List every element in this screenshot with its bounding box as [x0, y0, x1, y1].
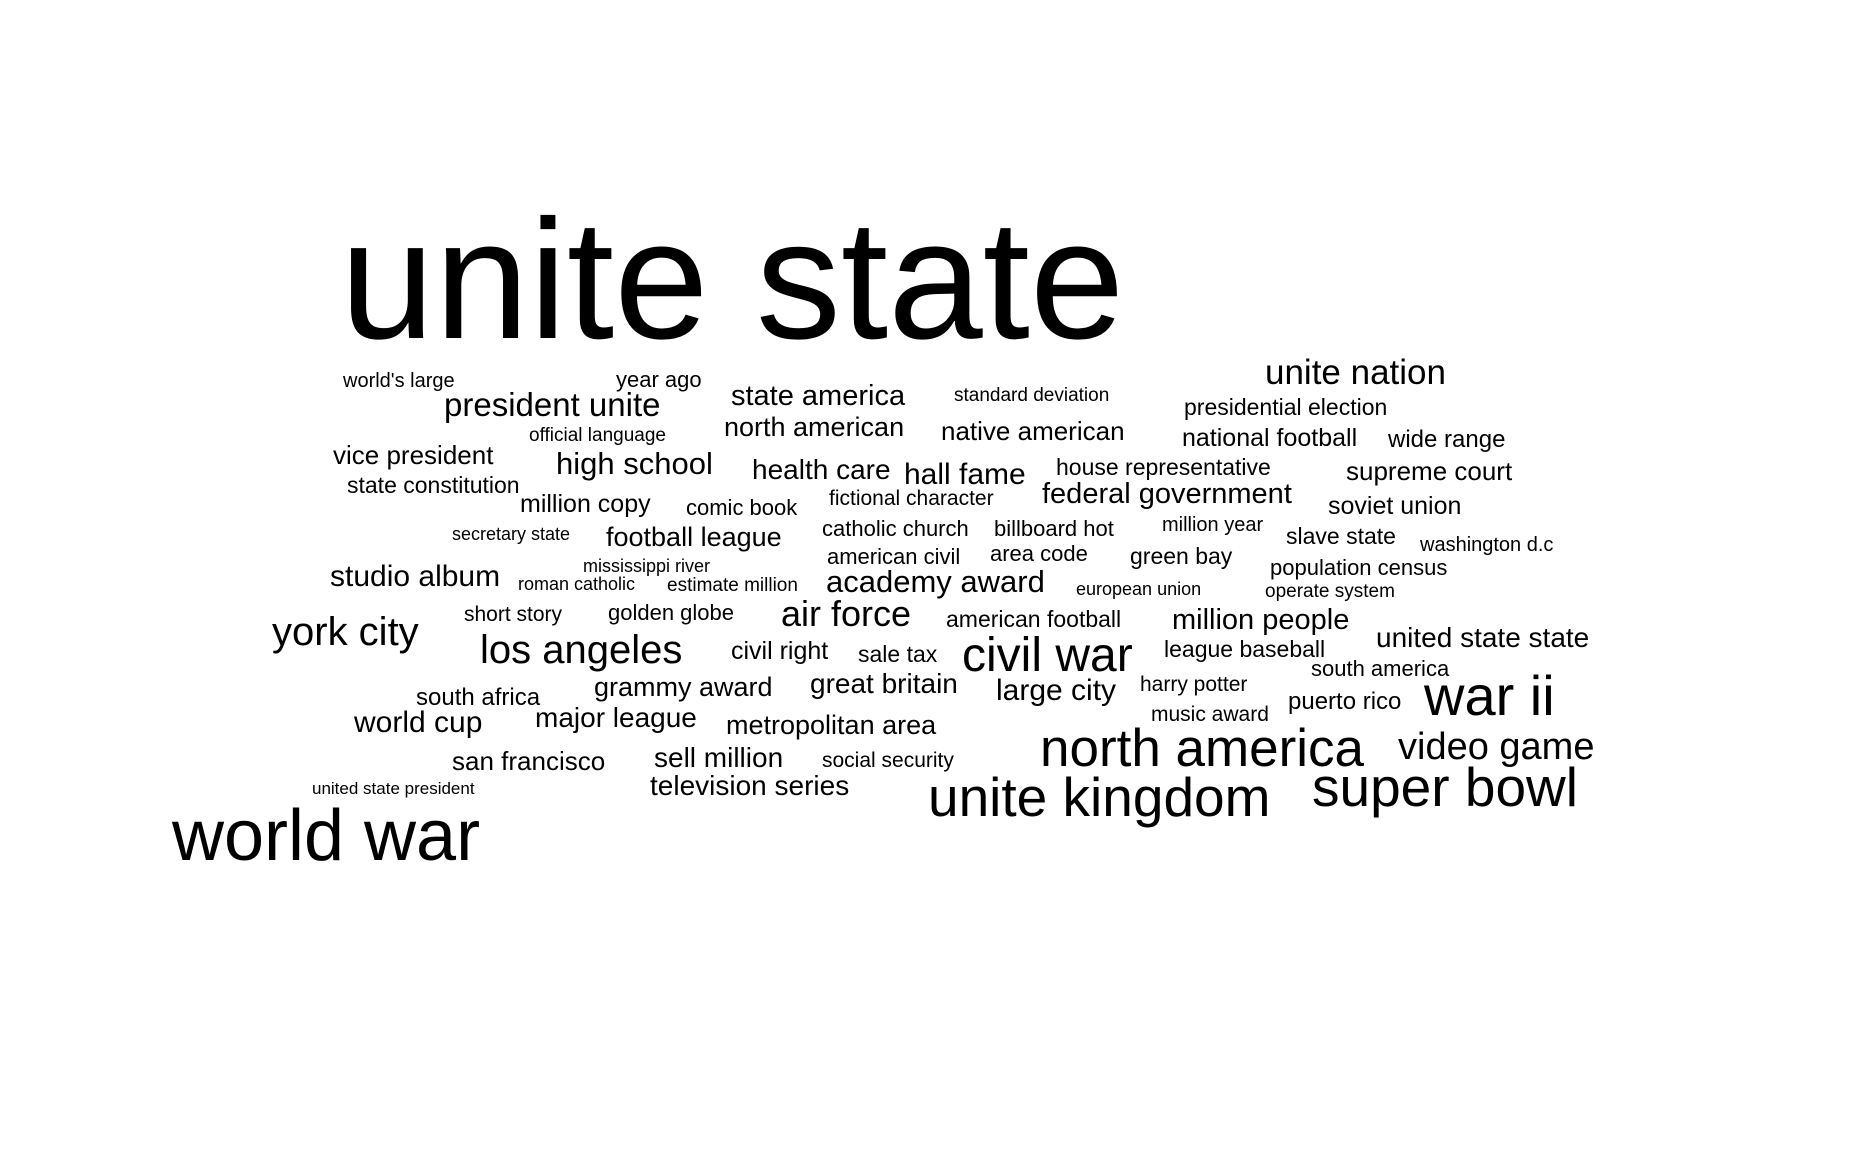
cloud-word: world's large [343, 370, 455, 392]
cloud-word: south africa [416, 684, 541, 711]
cloud-word: soviet union [1328, 492, 1462, 520]
cloud-word: studio album [330, 560, 501, 593]
cloud-word: native american [941, 416, 1125, 446]
cloud-word: green bay [1130, 543, 1233, 569]
cloud-word: air force [781, 593, 912, 634]
cloud-word: supreme court [1346, 456, 1513, 486]
cloud-word: operate system [1265, 581, 1395, 602]
cloud-word: catholic church [822, 516, 969, 541]
cloud-word: federal government [1042, 478, 1292, 510]
cloud-word: president unite [444, 386, 661, 423]
cloud-word: san francisco [452, 746, 606, 776]
cloud-word: academy award [826, 564, 1045, 599]
cloud-word: american football [946, 606, 1122, 632]
cloud-word: hall fame [904, 458, 1026, 491]
cloud-word: area code [990, 541, 1088, 566]
cloud-word: great britain [810, 668, 958, 699]
cloud-word: comic book [686, 495, 798, 520]
cloud-word: video game [1398, 726, 1595, 768]
cloud-word: golden globe [608, 600, 735, 625]
cloud-word: american civil [827, 544, 961, 569]
cloud-word: standard deviation [954, 385, 1110, 406]
cloud-word: secretary state [452, 524, 571, 544]
cloud-word: television series [650, 770, 850, 801]
cloud-word: vice president [333, 440, 494, 470]
cloud-word: major league [535, 702, 697, 733]
cloud-word: national football [1182, 424, 1358, 452]
cloud-word: wide range [1388, 426, 1506, 453]
cloud-word: league baseball [1164, 636, 1326, 662]
cloud-word: large city [996, 674, 1117, 707]
cloud-word: mississippi river [583, 556, 711, 576]
cloud-word: million copy [520, 490, 651, 518]
cloud-word: million people [1172, 604, 1350, 636]
cloud-word: north american [724, 412, 905, 442]
cloud-word: music award [1151, 703, 1269, 726]
cloud-word: billboard hot [994, 516, 1114, 541]
cloud-word: harry potter [1140, 673, 1248, 696]
cloud-word: million year [1162, 514, 1264, 536]
cloud-word: state america [731, 380, 906, 412]
cloud-word: slave state [1286, 523, 1396, 549]
cloud-word: football league [606, 522, 782, 552]
cloud-word: roman catholic [518, 574, 636, 594]
cloud-word: fictional character [829, 487, 994, 510]
cloud-word: york city [272, 610, 419, 654]
cloud-word: population census [1270, 555, 1448, 580]
cloud-word: puerto rico [1288, 688, 1402, 715]
cloud-word: war ii [1424, 664, 1555, 727]
cloud-word: short story [464, 603, 563, 626]
cloud-word: civil right [731, 637, 829, 665]
cloud-word: unite nation [1265, 353, 1446, 392]
cloud-word: sale tax [858, 641, 938, 667]
cloud-word: state constitution [347, 472, 520, 498]
cloud-word: los angeles [480, 628, 683, 672]
cloud-word: presidential election [1184, 394, 1388, 420]
cloud-word: north america [1040, 719, 1365, 778]
cloud-word: grammy award [594, 672, 773, 702]
cloud-word: year ago [616, 367, 702, 392]
cloud-word: metropolitan area [726, 710, 937, 740]
cloud-word: world cup [354, 706, 483, 739]
cloud-word: high school [556, 446, 713, 481]
cloud-word: european union [1076, 579, 1202, 599]
cloud-word: unite kingdom [928, 766, 1271, 828]
cloud-word: united state state [1376, 622, 1590, 653]
cloud-word: washington d.c [1420, 534, 1554, 556]
cloud-word: world war [172, 796, 481, 876]
cloud-word: civil war [962, 629, 1133, 682]
cloud-word: estimate million [667, 575, 798, 596]
cloud-word: social security [822, 749, 954, 772]
cloud-word: united state president [312, 779, 475, 798]
cloud-word: super bowl [1312, 756, 1578, 818]
cloud-word: health care [752, 454, 891, 485]
cloud-word: south america [1311, 656, 1450, 681]
cloud-word: official language [529, 425, 666, 446]
cloud-word: sell million [654, 742, 784, 773]
cloud-word: house representative [1056, 454, 1271, 480]
cloud-word: unite state [340, 185, 1125, 375]
